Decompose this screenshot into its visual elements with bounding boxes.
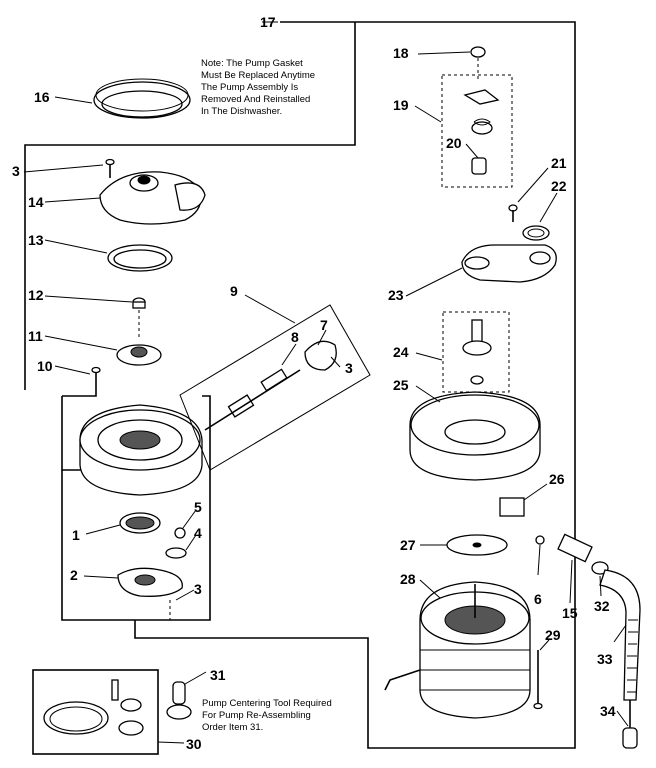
callout-15: 15 [562,605,578,621]
part-27-slinger [446,534,508,556]
callout-22: 22 [551,178,567,194]
callout-32: 32 [594,598,610,614]
left-lower-frame [61,395,211,621]
callout-3-valve: 3 [345,360,353,376]
part-5-ball [174,527,186,539]
part-20-bushing [471,157,487,175]
part-11-impeller [116,344,162,366]
callout-23: 23 [388,287,404,303]
callout-21: 21 [551,155,567,171]
callout-18: 18 [393,45,409,61]
part-15-connector [557,533,593,563]
callout-26: 26 [549,471,565,487]
part-2-lower-housing [117,567,183,597]
part-18-nut [470,46,486,80]
tool-note-line-3: Order Item 31. [202,722,263,733]
callout-4: 4 [194,525,202,541]
part-29-bolt [533,650,543,710]
part-3-screw [105,158,115,178]
part-31-centering-tool: Pump Centering Tool Required For Pump Re… [166,681,332,733]
part-1-filter [119,512,161,534]
callout-9: 9 [230,283,238,299]
part-21-screw [508,204,518,222]
part-6-washer [535,535,545,545]
callout-30: 30 [186,736,202,752]
pump-body [61,384,203,496]
callout-16: 16 [34,89,50,105]
callout-13: 13 [28,232,44,248]
part-33-hose [599,569,641,701]
callout-24: 24 [393,344,409,360]
part-34-hose-end [622,700,638,749]
callout-3-top: 3 [12,163,20,179]
part-10-screw [91,366,101,384]
callout-17: 17 [260,14,276,30]
callout-5: 5 [194,499,202,515]
part-25-motor-mount [409,391,541,481]
part-14-housing-cover [99,171,206,225]
gasket-note-line-5: In The Dishwasher. [201,106,282,117]
callout-27: 27 [400,537,416,553]
tool-note-line-2: For Pump Re-Assembling [202,710,311,721]
gasket-note-line-4: Removed And Reinstalled [201,94,310,105]
part-24-shaft-assembly [442,311,510,393]
part-13-gasket [107,244,173,272]
part-26-clip [499,497,525,517]
callout-19: 19 [393,97,409,113]
callout-34: 34 [600,703,616,719]
callout-28: 28 [400,571,416,587]
part-16-pump-gasket [93,78,191,119]
callout-1: 1 [72,527,80,543]
part-30-kit-box [32,669,159,755]
part-12-nut [132,297,146,340]
assembly-boundary [24,21,576,749]
tool-note-line-1: Pump Centering Tool Required [202,698,332,709]
callout-12: 12 [28,287,44,303]
callout-11: 11 [28,328,43,344]
callout-25: 25 [393,377,409,393]
gasket-note-line-3: The Pump Assembly Is [201,82,298,93]
callout-6: 6 [534,591,542,607]
callout-numbers: 16 3 14 13 12 11 10 9 8 7 3 1 5 4 2 3 17… [12,14,616,752]
part-28-motor [384,581,531,719]
part-22-seal [522,225,550,241]
callout-8: 8 [291,329,299,345]
callout-29: 29 [545,627,561,643]
callout-7: 7 [320,317,328,333]
part-4-o-ring [165,547,187,559]
callout-14: 14 [28,194,44,210]
callout-20: 20 [446,135,462,151]
gasket-note-line-2: Must Be Replaced Anytime [201,70,315,81]
callout-33: 33 [597,651,613,667]
callout-10: 10 [37,358,53,374]
gasket-note-line-1: Note: The Pump Gasket [201,58,303,69]
gasket-note: Note: The Pump Gasket Must Be Replaced A… [201,58,315,117]
part-9-valve-assembly [179,304,371,471]
callout-31: 31 [210,667,226,683]
leader-lines [23,21,629,744]
callout-2: 2 [70,567,78,583]
part-23-bracket [461,244,557,283]
callout-3-lower: 3 [194,581,202,597]
part-19-spring-assembly [441,74,513,188]
